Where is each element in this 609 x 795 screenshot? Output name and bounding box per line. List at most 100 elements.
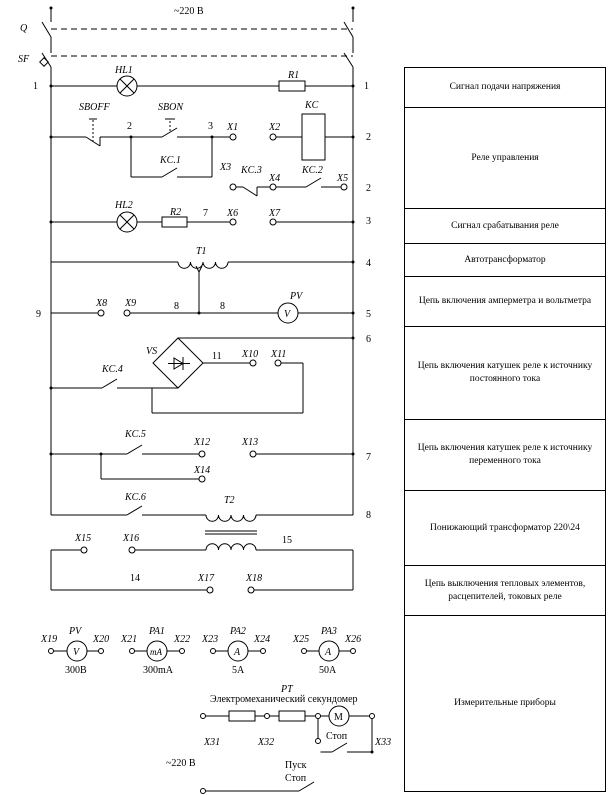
voltmeter-pv: V xyxy=(277,302,299,324)
kc1-label: KC.1 xyxy=(159,155,181,166)
meter-pa1-right: X22 xyxy=(173,634,190,645)
x4-label: X4 xyxy=(268,173,280,184)
legend-cell: Измерительные приборы xyxy=(454,698,556,708)
timer-name: PT xyxy=(280,684,294,695)
x7-label: X7 xyxy=(268,208,281,219)
timer-stop-label: Стоп xyxy=(326,731,348,742)
x5-label: X5 xyxy=(336,173,348,184)
meter-pa2-symbol: A xyxy=(233,647,241,658)
x18-label: X18 xyxy=(245,573,262,584)
x31-label: X31 xyxy=(203,737,220,748)
diode-bridge-vs xyxy=(152,337,204,389)
t2-label: T2 xyxy=(224,495,235,506)
resistor-r1 xyxy=(278,80,306,92)
meter-pv-rating: 300В xyxy=(65,665,87,676)
legend-cell: Сигнал подачи напряжения xyxy=(405,68,605,108)
meter-pa2: PA2 X23 X24 A 5A xyxy=(201,626,270,676)
x33-label: X33 xyxy=(374,737,391,748)
kc2-label: KC.2 xyxy=(301,165,323,176)
x6-label: X6 xyxy=(226,208,238,219)
right-node-6: 6 xyxy=(366,334,371,345)
legend-table: Сигнал подачи напряжения Реле управления… xyxy=(404,67,606,792)
meter-pa1-left: X21 xyxy=(120,634,137,645)
kc4-label: KC.4 xyxy=(101,364,123,375)
meter-pv-right: X20 xyxy=(92,634,109,645)
svg-text:V: V xyxy=(284,309,292,320)
meter-pa3-right: X26 xyxy=(344,634,361,645)
right-node-4: 4 xyxy=(366,258,371,269)
switch-q-label: Q xyxy=(20,23,28,34)
meter-pa3-symbol: A xyxy=(324,647,332,658)
timer-caption: Электромеханический секундомер xyxy=(210,694,358,705)
x9-label: X9 xyxy=(124,298,136,309)
meter-pv: PV X19 X20 V 300В xyxy=(40,626,109,676)
right-node-1: 1 xyxy=(364,81,369,92)
x17-label: X17 xyxy=(197,573,215,584)
meter-pa3: PA3 X25 X26 A 50A xyxy=(292,626,361,676)
vs-label: VS xyxy=(146,346,157,357)
pv-label: PV xyxy=(289,291,304,302)
timer-resistor-2 xyxy=(278,710,306,722)
legend-cell: Цепь включения амперметра и вольтметра xyxy=(405,277,605,327)
right-node-3: 3 xyxy=(366,216,371,227)
resistor-r2 xyxy=(161,216,188,228)
hl2-label: HL2 xyxy=(114,200,133,211)
meter-pv-symbol: V xyxy=(73,647,81,658)
sboff-label: SBOFF xyxy=(79,102,110,113)
legend-cell: Цепь выключения тепловых элементов, расц… xyxy=(405,566,605,616)
node-8b: 8 xyxy=(220,301,225,312)
meter-pa2-right: X24 xyxy=(253,634,270,645)
timer-start-label: Пуск xyxy=(285,760,307,771)
kc6-label: KC.6 xyxy=(124,492,146,503)
x14-label: X14 xyxy=(193,465,210,476)
x12-label: X12 xyxy=(193,437,210,448)
legend-cell: Сигнал срабатывания реле xyxy=(405,209,605,244)
hl1-label: HL1 xyxy=(114,65,133,76)
x1-label: X1 xyxy=(226,122,238,133)
node-3: 3 xyxy=(208,121,213,132)
timer-resistor-1 xyxy=(228,710,256,722)
meter-pa3-rating: 50A xyxy=(319,665,337,676)
right-node-7: 7 xyxy=(366,452,371,463)
lamp-hl2 xyxy=(116,211,138,233)
kc-label: KC xyxy=(304,100,319,111)
meter-pa1-rating: 300mA xyxy=(143,665,174,676)
meter-pa1-symbol: mA xyxy=(150,647,162,657)
switch-sboff xyxy=(85,118,101,147)
meter-pv-name: PV xyxy=(68,626,83,637)
meter-pa3-left: X25 xyxy=(292,634,309,645)
r1-label: R1 xyxy=(287,70,299,81)
meter-pa1: PA1 X21 X22 mA 300mA xyxy=(120,626,190,676)
meter-pa2-left: X23 xyxy=(201,634,218,645)
meter-pa1-name: PA1 xyxy=(148,626,165,637)
legend-cell: Цепь включения катушек реле к источнику … xyxy=(405,420,605,491)
x16-label: X16 xyxy=(122,533,139,544)
x3-label: X3 xyxy=(219,162,231,173)
right-node-2a: 2 xyxy=(366,132,371,143)
t1-label: T1 xyxy=(196,246,207,257)
relay-coil-kc xyxy=(301,113,326,161)
x10-label: X10 xyxy=(241,349,258,360)
node-11: 11 xyxy=(212,351,222,362)
node-2: 2 xyxy=(127,121,132,132)
supply-label-top: ~220 В xyxy=(174,6,204,17)
r2-label: R2 xyxy=(169,207,181,218)
meter-pa3-name: PA3 xyxy=(320,626,337,637)
lamp-hl1 xyxy=(116,75,138,97)
sbon-label: SBON xyxy=(158,102,184,113)
timer-motor: M xyxy=(328,705,350,727)
x11-label: X11 xyxy=(270,349,286,360)
supply-label-bottom: ~220 В xyxy=(166,758,196,769)
node-8a: 8 xyxy=(174,301,179,312)
x15-label: X15 xyxy=(74,533,91,544)
node-9: 9 xyxy=(36,309,41,320)
x8-label: X8 xyxy=(95,298,107,309)
timer-stop2-label: Стоп xyxy=(285,773,307,784)
legend-cell: Автотрансформатор xyxy=(405,244,605,277)
legend-cell: Цепь включения катушек реле к источнику … xyxy=(405,327,605,420)
x13-label: X13 xyxy=(241,437,258,448)
meter-pa2-name: PA2 xyxy=(229,626,246,637)
legend-cell: Реле управления xyxy=(405,108,605,209)
right-node-5: 5 xyxy=(366,309,371,320)
